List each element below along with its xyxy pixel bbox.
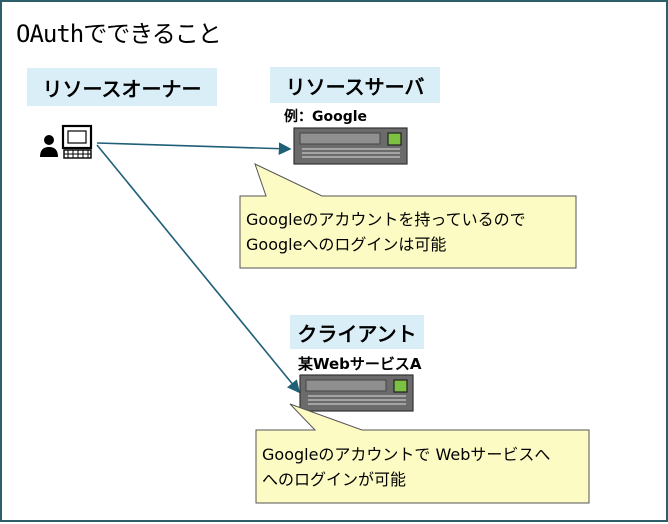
arrow-owner-to-resource-server	[96, 142, 292, 156]
resource-server-icon	[293, 127, 408, 165]
resource-server-label: リソースサーバ	[270, 67, 440, 103]
arrow-owner-to-client	[96, 144, 301, 394]
callout-resource-server-text: Googleのアカウントを持っているので Googleへのログインは可能	[246, 207, 526, 257]
resource-owner-label: リソースオーナー	[27, 68, 217, 106]
client-server-icon	[299, 374, 414, 412]
client-label: クライアント	[290, 315, 424, 349]
resource-server-example: 例：Google	[284, 109, 368, 125]
diagram-title: OAuthでできること	[16, 20, 222, 48]
callout-client-line-2: へのログインが可能	[262, 470, 407, 489]
callout-client-line-1: Googleのアカウントで Webサービスへ	[262, 445, 551, 464]
client-example: 某WebサービスA	[298, 355, 422, 373]
callout-resource-server-shape	[239, 163, 577, 269]
user-computer-icon	[40, 124, 93, 159]
callout-resource-line-1: Googleのアカウントを持っているので	[246, 210, 526, 229]
callout-client-shape	[255, 403, 590, 504]
callout-resource-line-2: Googleへのログインは可能	[246, 235, 447, 254]
callout-client-text: Googleのアカウントで Webサービスへ へのログインが可能	[262, 442, 550, 492]
